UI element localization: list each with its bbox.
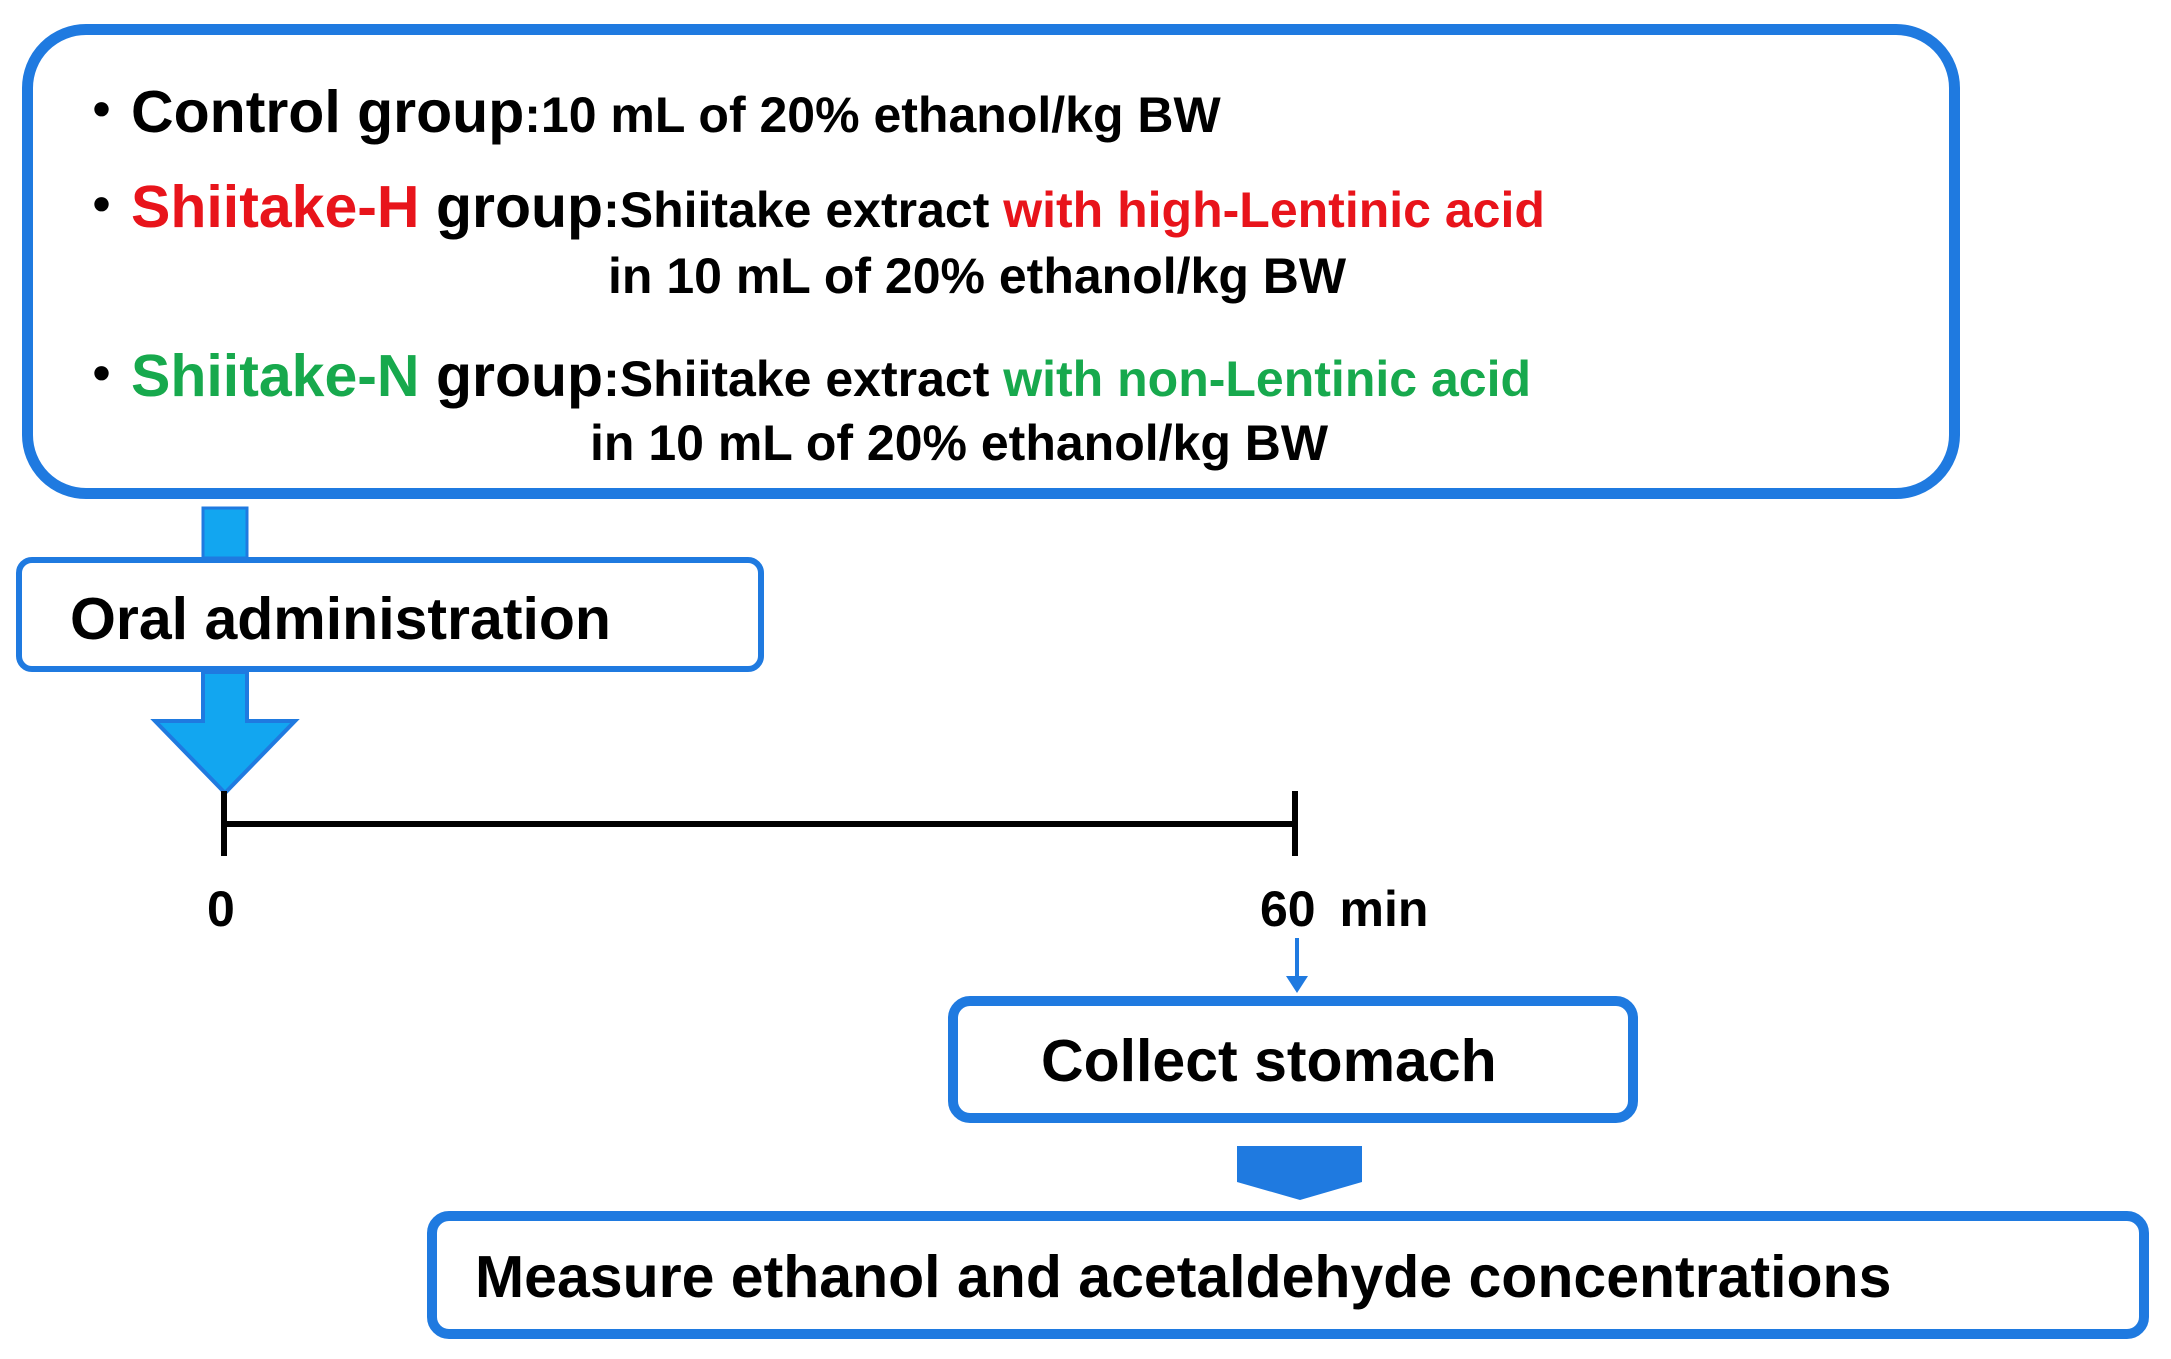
oral-administration-box <box>16 557 764 672</box>
group-word: group <box>419 174 604 240</box>
timeline-end-label: 60 min <box>1260 880 1428 938</box>
shiitake-h-acid: with high-Lentinic acid <box>1003 182 1545 238</box>
group-word: group <box>419 343 604 409</box>
bullet: ・ <box>72 174 132 240</box>
timeline-start-label: 0 <box>207 881 235 937</box>
chevron-down-icon <box>1237 1146 1362 1200</box>
bullet: ・ <box>72 343 132 409</box>
connector-stem-top <box>201 506 249 560</box>
bullet: ・ <box>72 79 132 145</box>
shiitake-n-line2: in 10 mL of 20% ethanol/kg BW <box>590 415 1329 471</box>
control-group-line: ・Control group:10 mL of 20% ethanol/kg B… <box>72 64 1221 149</box>
colon: : <box>603 182 620 238</box>
timeline-unit: min <box>1339 881 1429 937</box>
shiitake-h-line: ・Shiitake-H group:Shiitake extract with … <box>72 159 1545 244</box>
collect-stomach-box <box>948 996 1638 1123</box>
shiitake-h-name: Shiitake-H <box>131 174 420 240</box>
shiitake-n-desc: Shiitake extract <box>619 351 1004 407</box>
oral-administration-label: Oral administration <box>70 586 611 652</box>
colon: : <box>603 351 620 407</box>
shiitake-n-acid: with non-Lentinic acid <box>1003 351 1532 407</box>
collect-stomach-label: Collect stomach <box>1041 1028 1497 1094</box>
shiitake-h-desc: Shiitake extract <box>619 182 1004 238</box>
control-group-name: Control group <box>131 79 525 145</box>
colon: : <box>524 87 541 143</box>
control-group-desc: 10 mL of 20% ethanol/kg BW <box>540 87 1221 143</box>
shiitake-h-line2: in 10 mL of 20% ethanol/kg BW <box>608 248 1347 304</box>
shiitake-n-name: Shiitake-N <box>131 343 420 409</box>
measure-box <box>427 1211 2149 1339</box>
timeline-end-value: 60 <box>1260 881 1316 937</box>
shiitake-n-line: ・Shiitake-N group:Shiitake extract with … <box>72 328 1531 413</box>
small-arrow-head-icon <box>1286 976 1308 993</box>
groups-box <box>22 24 1960 499</box>
measure-label: Measure ethanol and acetaldehyde concent… <box>475 1244 1892 1310</box>
down-arrow-icon <box>150 670 300 796</box>
